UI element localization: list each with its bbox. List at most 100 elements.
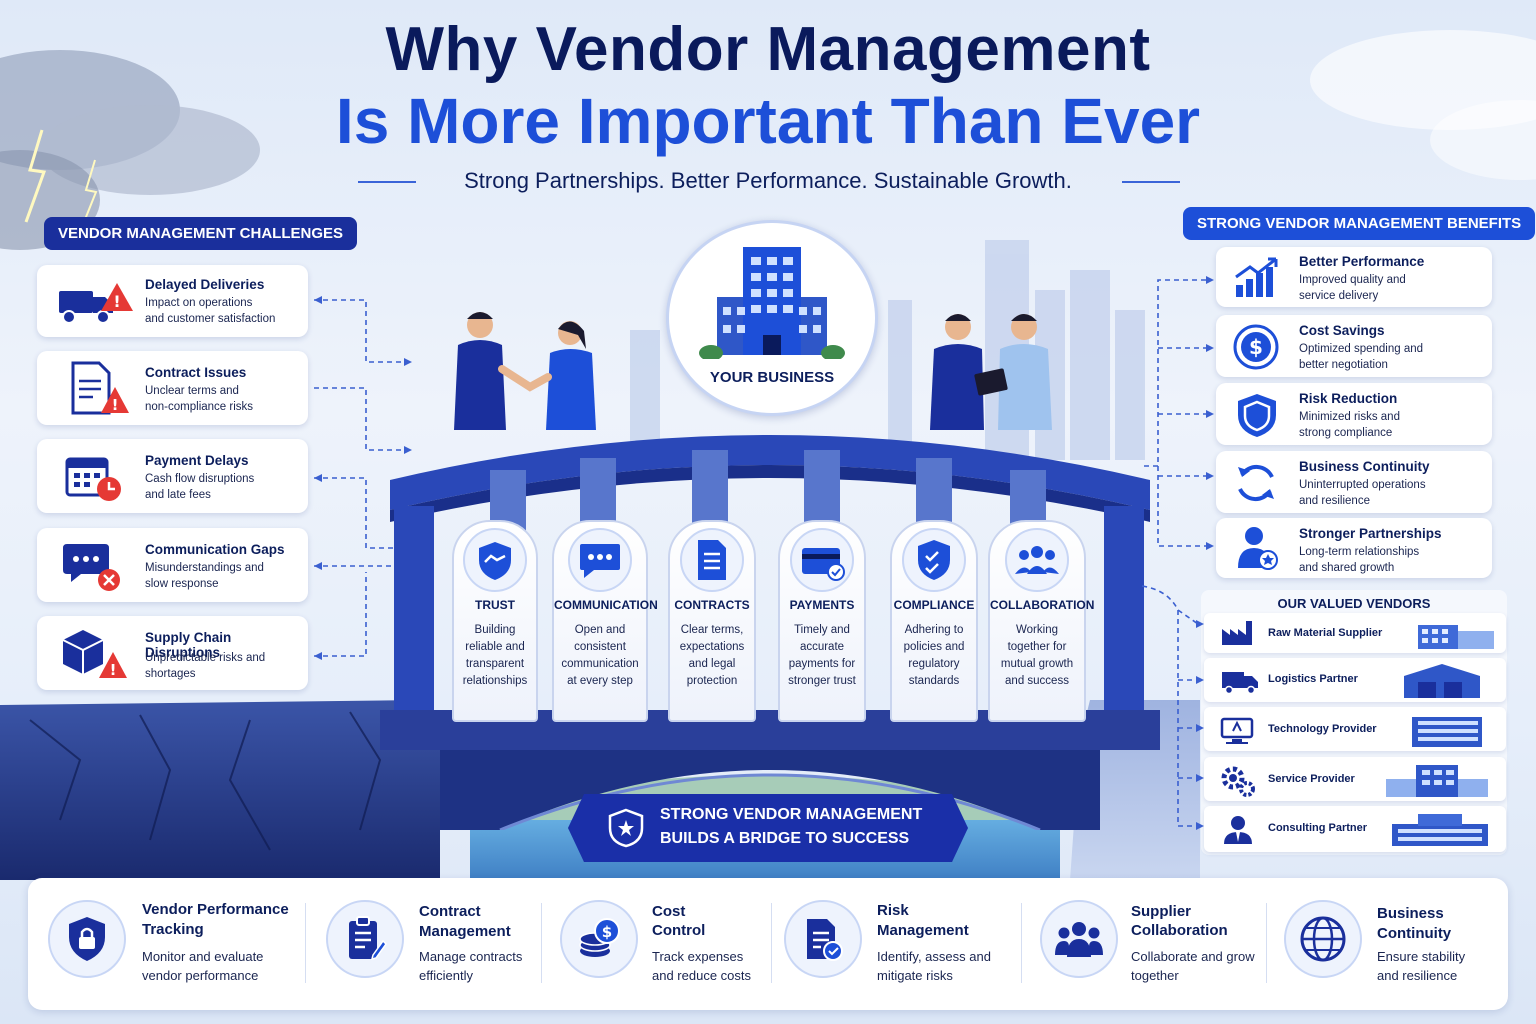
credit-card-icon	[790, 528, 854, 592]
vendor-consulting-building-illustration	[1388, 812, 1492, 848]
consultant-icon	[1222, 814, 1254, 846]
challenge-desc-line-2: and late fees	[145, 489, 211, 501]
capability-desc-line-1: Monitor and evaluate	[142, 949, 264, 964]
vendor-name: Service Provider	[1268, 773, 1355, 785]
benefit-card-business-continuity: Business Continuity Uninterrupted operat…	[1216, 451, 1492, 513]
shield-icon	[1234, 391, 1280, 439]
benefit-title: Better Performance	[1299, 254, 1425, 269]
svg-text:$: $	[1249, 335, 1263, 359]
success-banner: STRONG VENDOR MANAGEMENT BUILDS A BRIDGE…	[568, 794, 968, 862]
capability-title-line-2: Tracking	[142, 921, 204, 938]
challenge-title: Delayed Deliveries	[145, 277, 265, 292]
clipboard-pen-icon	[326, 900, 404, 978]
benefit-title: Risk Reduction	[1299, 391, 1398, 406]
challenge-title: Communication Gaps	[145, 542, 285, 557]
challenge-desc-line-1: Unpredictable risks and	[145, 652, 266, 664]
vendor-name: Technology Provider	[1268, 723, 1377, 735]
strip-divider	[305, 903, 306, 983]
capability-desc-line-1: Manage contracts	[419, 949, 523, 964]
pillar-title: TRUST	[475, 598, 515, 612]
handshake-people-illustration	[454, 312, 596, 430]
pillar-title: PAYMENTS	[789, 598, 855, 612]
globe-icon	[1284, 900, 1362, 978]
strip-divider	[771, 903, 772, 983]
benefit-desc-line-2: service delivery	[1299, 290, 1379, 302]
gears-icon	[1220, 765, 1256, 797]
vendor-service-building-illustration	[1382, 761, 1494, 799]
vendor-name: Consulting Partner	[1268, 822, 1368, 834]
document-icon	[680, 528, 744, 592]
strip-divider	[1021, 903, 1022, 983]
capability-title-line-1: Supplier	[1131, 903, 1192, 920]
capability-desc-line-1: Identify, assess and	[877, 949, 991, 964]
challenge-desc-line-1: Impact on operations	[145, 297, 253, 309]
capability-title-line-1: Risk	[877, 902, 909, 919]
capabilities-strip	[28, 878, 1508, 1010]
box-warning-icon: !	[59, 626, 129, 682]
banner-line-1: STRONG VENDOR MANAGEMENT	[660, 806, 923, 823]
strip-divider	[541, 903, 542, 983]
benefit-card-cost-savings: $ Cost Savings Optimized spending and be…	[1216, 315, 1492, 377]
handshake-icon	[463, 528, 527, 592]
refresh-icon	[1232, 459, 1280, 507]
svg-text:!: !	[110, 661, 117, 679]
partner-star-icon	[1234, 524, 1280, 572]
coins-icon: $	[560, 900, 638, 978]
challenge-title: Supply Chain Disruptions	[145, 630, 232, 660]
pillar-title: COMPLIANCE	[893, 598, 975, 612]
document-warning-icon: !	[69, 361, 131, 417]
challenge-desc-line-2: slow response	[145, 578, 219, 590]
capability-title-line-1: Business	[1377, 905, 1444, 922]
truck-icon	[1220, 670, 1260, 694]
calendar-clock-icon	[65, 451, 127, 505]
benefit-desc-line-2: and resilience	[1299, 495, 1370, 507]
vendor-building-illustration	[1414, 617, 1498, 651]
truck-warning-icon: !	[57, 279, 133, 325]
capability-title-line-2: Continuity	[1377, 925, 1452, 942]
vendor-office-illustration	[1408, 711, 1492, 749]
vendor-raw-material-supplier: Raw Material Supplier	[1204, 613, 1506, 653]
capability-desc-line-2: together	[1131, 968, 1179, 983]
capability-title-line-2: Management	[419, 923, 511, 940]
challenge-card-communication-gaps: Communication Gaps Misunderstandings and…	[37, 528, 308, 602]
benefit-card-stronger-partnerships: Stronger Partnerships Long-term relation…	[1216, 518, 1492, 578]
capability-desc-line-1: Ensure stability	[1377, 949, 1466, 964]
vendor-technology-provider: Technology Provider	[1204, 707, 1506, 751]
shield-star-icon	[608, 808, 644, 848]
challenge-desc-line-2: and customer satisfaction	[145, 313, 276, 325]
your-business-badge: YOUR BUSINESS	[666, 220, 878, 416]
capability-desc-line-1: Track expenses	[652, 949, 744, 964]
monitor-icon	[1220, 717, 1256, 745]
vendor-logistics-partner: Logistics Partner	[1204, 658, 1506, 702]
benefit-title: Stronger Partnerships	[1299, 526, 1442, 541]
challenge-card-delayed-deliveries: ! Delayed Deliveries Impact on operation…	[37, 265, 308, 337]
svg-text:!: !	[112, 396, 119, 414]
capability-title-line-2: Control	[652, 922, 706, 939]
capability-title-line-1: Vendor Performance	[142, 901, 289, 918]
shield-lock-icon	[48, 900, 126, 978]
benefit-desc-line-1: Long-term relationships	[1299, 546, 1420, 558]
group-icon	[1040, 900, 1118, 978]
benefits-header: STRONG VENDOR MANAGEMENT BENEFITS	[1183, 207, 1536, 240]
pillar-title: COLLABORATION	[990, 598, 1095, 612]
challenge-desc-line-1: Misunderstandings and	[145, 562, 264, 574]
svg-text:$: $	[602, 923, 612, 941]
strip-divider	[1266, 903, 1267, 983]
tablet-people-illustration	[930, 314, 1052, 430]
chat-error-icon	[63, 540, 125, 594]
your-business-label: YOUR BUSINESS	[709, 369, 835, 386]
banner-line-2: BUILDS A BRIDGE TO SUCCESS	[660, 830, 910, 847]
page-title-line-2: Is More Important Than Ever	[335, 85, 1201, 157]
vendor-consulting-partner: Consulting Partner	[1204, 806, 1506, 852]
benefit-desc-line-1: Improved quality and	[1299, 274, 1406, 286]
factory-icon	[1220, 619, 1256, 647]
